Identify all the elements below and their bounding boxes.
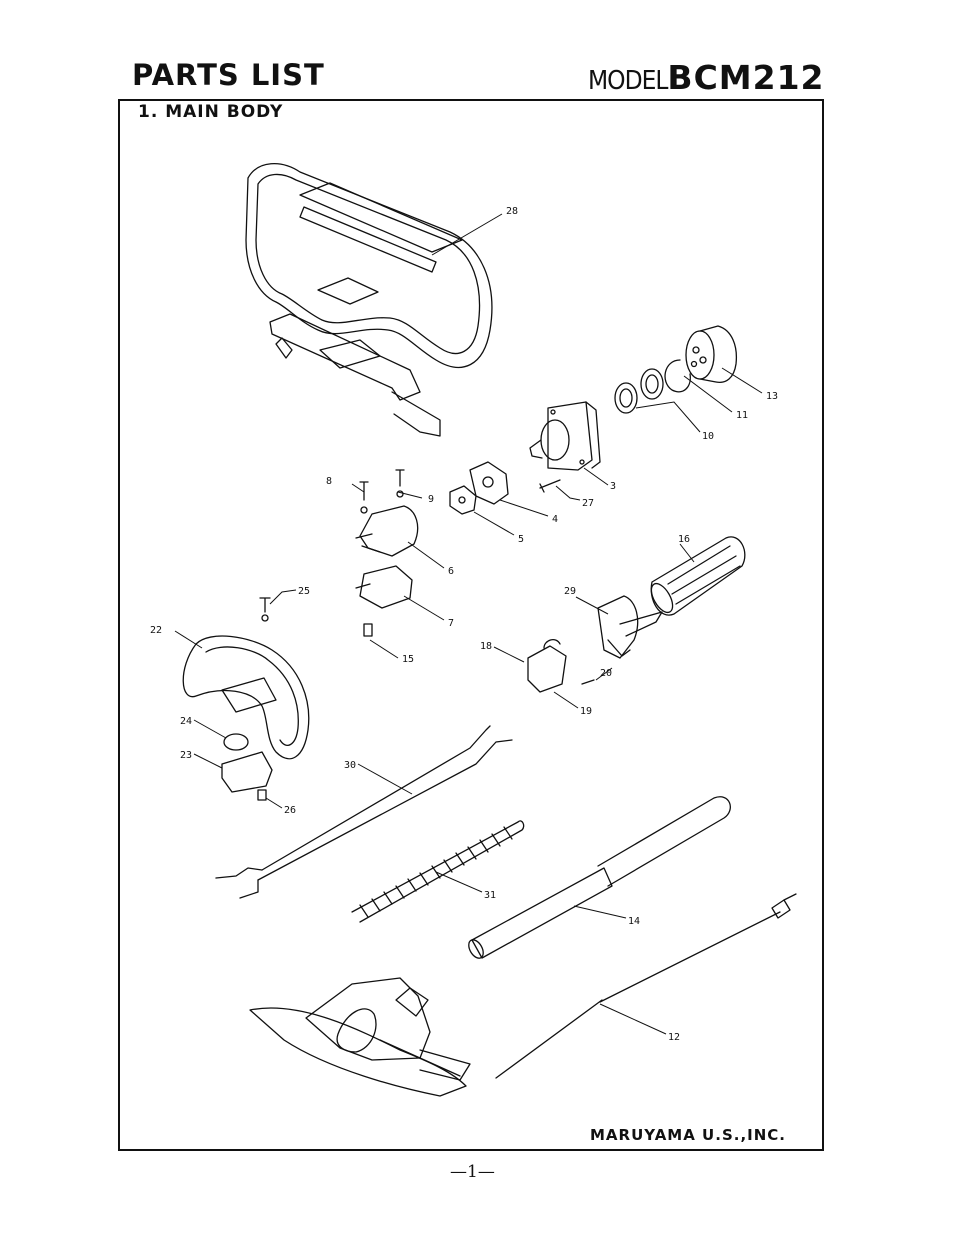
clutch-drum-drawing [685, 325, 738, 384]
leader-lines [174, 213, 763, 1035]
clutch-housing-drawing [529, 401, 601, 471]
part-label: 11 [736, 410, 748, 421]
part-label: 12 [668, 1032, 680, 1043]
grip-drawing [650, 536, 746, 616]
screw-9-drawing [395, 469, 405, 498]
part-label: 27 [582, 498, 594, 509]
part-label: 8 [326, 476, 332, 487]
screw-25-drawing [259, 597, 271, 622]
part-label: 14 [628, 916, 640, 927]
screw-8-drawing [359, 481, 369, 514]
part-label: 13 [766, 391, 778, 402]
shaft-tube-drawing [468, 796, 731, 959]
part-label: 31 [484, 890, 496, 901]
drive-shaft-drawing [495, 893, 797, 1079]
part-label: 6 [448, 566, 454, 577]
coupler-5-drawing [449, 485, 477, 515]
part-label: 15 [402, 654, 414, 665]
screw-20-drawing [581, 679, 595, 685]
bearings-drawing [614, 368, 664, 414]
page-number: —1— [450, 1162, 495, 1182]
snap-ring-drawing [664, 359, 691, 393]
part-label: 25 [298, 586, 310, 597]
throttle-housing-drawing [597, 595, 663, 659]
nut-26-drawing [257, 789, 267, 801]
collar-24-drawing [223, 733, 249, 751]
part-label: 10 [702, 431, 714, 442]
clamp-upper-drawing [355, 505, 419, 557]
throttle-cable-drawing [215, 725, 513, 899]
part-label: 19 [580, 706, 592, 717]
throttle-clamp-drawing [527, 638, 567, 693]
diagram-frame [118, 99, 824, 1151]
clamp-23-drawing [221, 751, 273, 793]
shoulder-harness-drawing [245, 162, 493, 437]
part-label: 5 [518, 534, 524, 545]
part-label: 3 [610, 481, 616, 492]
model-word: MODEL [588, 66, 668, 96]
page-title: PARTS LIST [132, 58, 325, 92]
flex-shaft-drawing [351, 820, 525, 923]
section-title: 1. MAIN BODY [138, 102, 284, 122]
nut-15-drawing [363, 623, 373, 637]
model-heading: MODELBCM212 [588, 58, 825, 97]
clamp-lower-drawing [355, 565, 413, 609]
part-label: 4 [552, 514, 558, 525]
manufacturer-name: MARUYAMA U.S.,INC. [590, 1126, 786, 1144]
gear-case-and-guard-drawing [249, 977, 471, 1097]
part-label: 22 [150, 625, 162, 636]
model-number: BCM212 [667, 58, 825, 97]
part-label: 26 [284, 805, 296, 816]
bolt-27-drawing [539, 479, 561, 493]
part-label: 23 [180, 750, 192, 761]
part-label: 20 [600, 668, 612, 679]
part-label: 24 [180, 716, 192, 727]
part-label: 7 [448, 618, 454, 629]
part-label: 30 [344, 760, 356, 771]
part-label: 16 [678, 534, 690, 545]
part-label: 29 [564, 586, 576, 597]
loop-handle-drawing [182, 635, 310, 760]
part-label: 9 [428, 494, 434, 505]
part-label: 28 [506, 206, 518, 217]
part-label: 18 [480, 641, 492, 652]
